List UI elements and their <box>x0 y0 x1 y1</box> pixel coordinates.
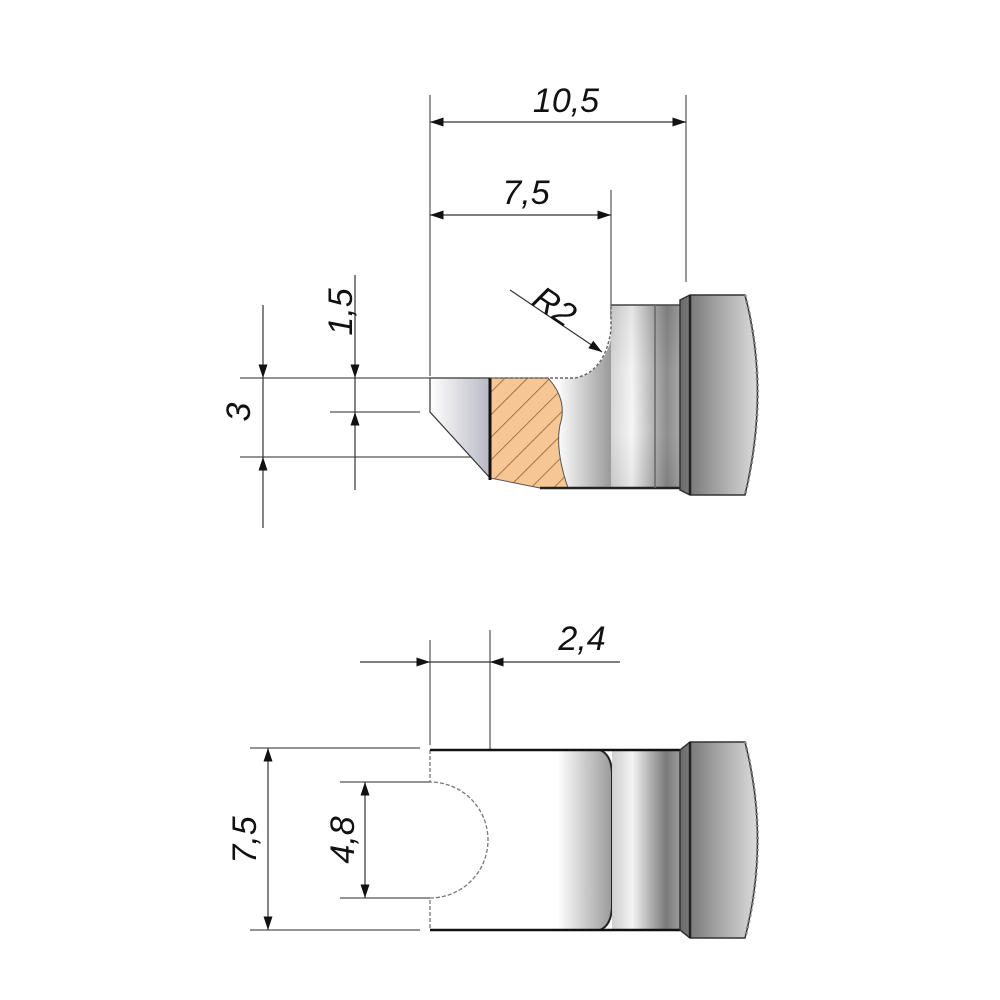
tool-side-profile <box>429 294 759 496</box>
tool-top-profile <box>429 741 759 939</box>
dimension-overall-length: 10,5 <box>533 82 599 120</box>
cross-section-hatch <box>489 377 569 489</box>
dimension-notch-diameter: 4,8 <box>324 816 362 863</box>
dimension-blade-length: 7,5 <box>502 174 549 212</box>
bottom-view: 2,4 7,5 4,8 <box>226 620 759 939</box>
dimension-radius: R2 <box>526 279 583 335</box>
knurled-cap <box>679 294 759 496</box>
dimension-blade-width: 7,5 <box>226 816 264 863</box>
notch-outline <box>429 750 489 930</box>
knurled-cap <box>679 741 759 939</box>
dimension-notch-depth: 2,4 <box>557 620 605 658</box>
radius-leader <box>509 289 603 353</box>
dimension-blade-height: 3 <box>220 402 258 421</box>
dimension-tip-thickness: 1,5 <box>322 288 360 335</box>
top-view: 10,5 7,5 R2 3 1,5 <box>220 82 759 528</box>
